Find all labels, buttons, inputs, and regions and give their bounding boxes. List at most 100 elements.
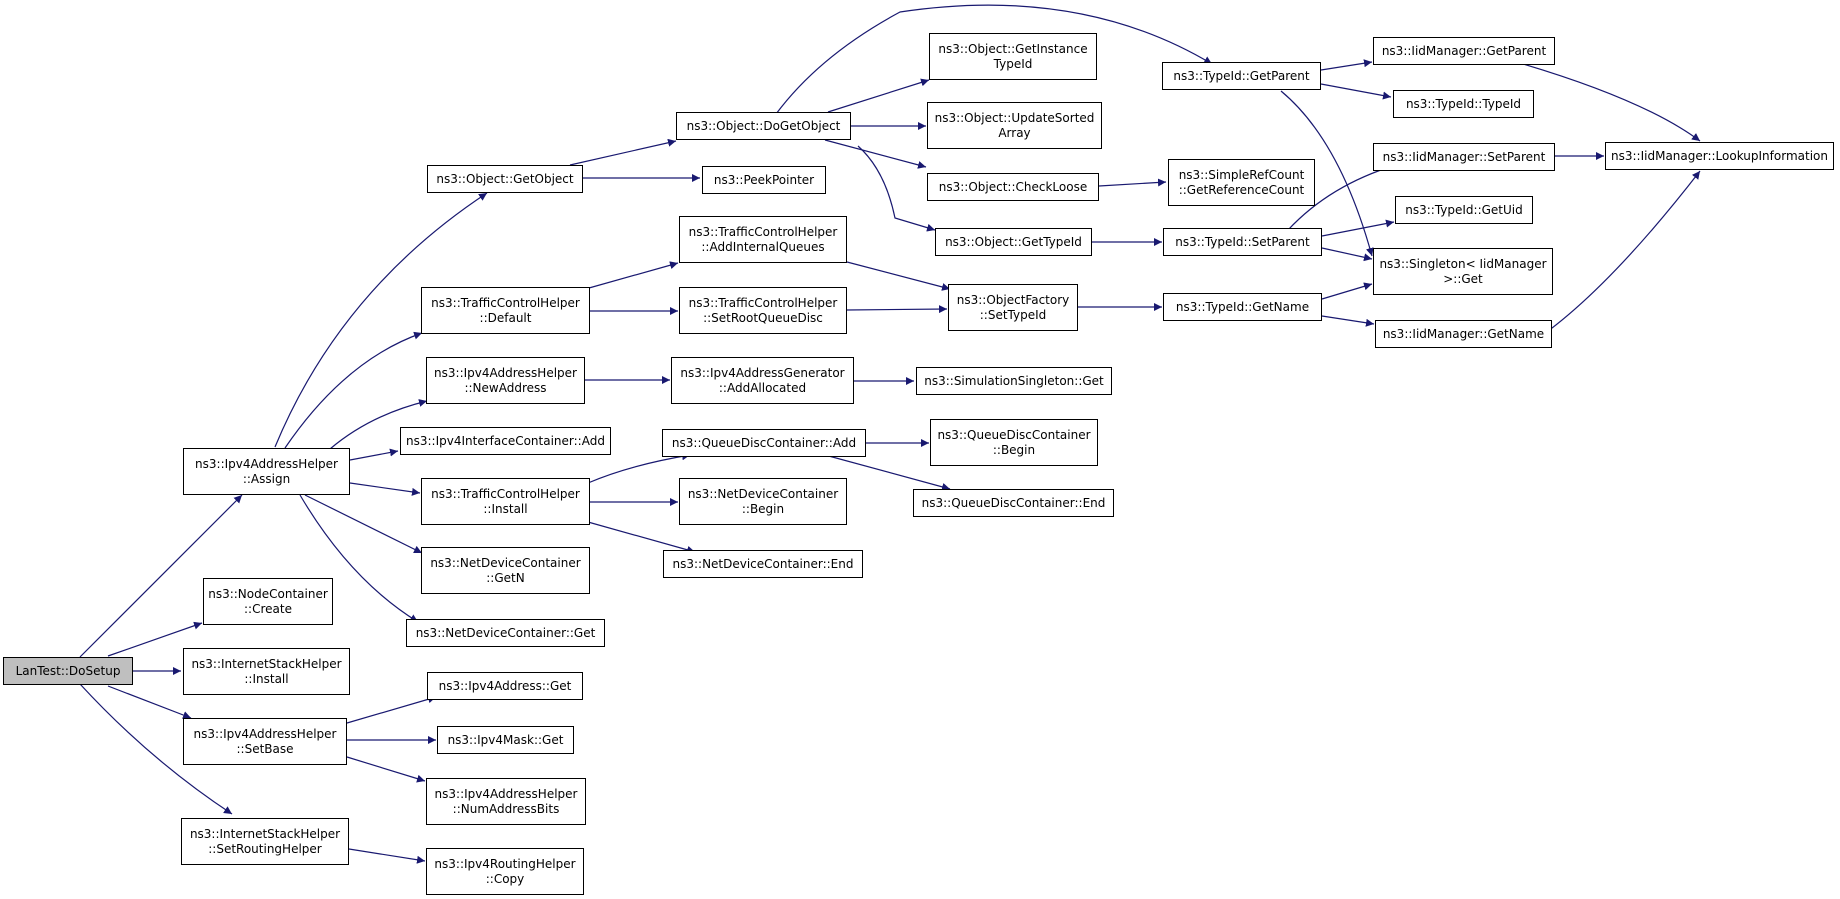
node-label-line: ns3::NetDeviceContainer xyxy=(430,555,581,570)
node-typeid-typeid[interactable]: ns3::TypeId::TypeId xyxy=(1393,90,1534,118)
node-label-line: TypeId xyxy=(993,56,1033,71)
node-label-line: ::Default xyxy=(479,310,532,325)
node-label-line: ns3::IidManager::GetName xyxy=(1382,326,1545,341)
edge-iidgetparent-lookupinfo xyxy=(1519,62,1701,142)
edge-tidgetparent-tidtypeid xyxy=(1320,83,1392,100)
node-object-checkloose[interactable]: ns3::Object::CheckLoose xyxy=(927,173,1099,201)
edge-dosetup-setrouting xyxy=(79,683,233,815)
node-object-dogetobject[interactable]: ns3::Object::DoGetObject xyxy=(676,112,851,140)
edge-setrootqueuedisc-ofsettypeid xyxy=(846,305,948,314)
node-simulationsingleton-get[interactable]: ns3::SimulationSingleton::Get xyxy=(916,367,1112,395)
node-label-line: >::Get xyxy=(1443,271,1483,286)
node-label-line: ns3::QueueDiscContainer xyxy=(937,427,1091,442)
node-trafficcontrolhelper-install[interactable]: ns3::TrafficControlHelper::Install xyxy=(421,478,590,525)
node-netdevicecontainer-get[interactable]: ns3::NetDeviceContainer::Get xyxy=(406,619,605,647)
node-netdevicecontainer-begin[interactable]: ns3::NetDeviceContainer::Begin xyxy=(679,478,847,525)
node-queuedisccontainer-add[interactable]: ns3::QueueDiscContainer::Add xyxy=(662,429,866,457)
node-trafficcontrolhelper-addinternalqueues[interactable]: ns3::TrafficControlHelper::AddInternalQu… xyxy=(679,216,847,263)
node-queuedisccontainer-begin[interactable]: ns3::QueueDiscContainer::Begin xyxy=(930,419,1098,466)
node-internetstackhelper-install[interactable]: ns3::InternetStackHelper::Install xyxy=(183,648,350,695)
node-label-line: ::Begin xyxy=(992,442,1036,457)
edge-dogetobject-getinstancetypeid xyxy=(827,78,930,113)
node-label-line: ::SetTypeId xyxy=(979,307,1047,322)
node-ipv4addresshelper-numaddressbits[interactable]: ns3::Ipv4AddressHelper::NumAddressBits xyxy=(426,778,586,825)
edge-setrouting-copy xyxy=(348,848,426,864)
node-label-line: ns3::SimpleRefCount xyxy=(1178,167,1305,182)
node-netdevicecontainer-getn[interactable]: ns3::NetDeviceContainer::GetN xyxy=(421,547,590,594)
edge-checkloose-getrefcount xyxy=(1098,178,1167,187)
node-nodecontainer-create[interactable]: ns3::NodeContainer::Create xyxy=(203,578,333,625)
node-netdevicecontainer-end[interactable]: ns3::NetDeviceContainer::End xyxy=(663,550,863,578)
node-typeid-setparent[interactable]: ns3::TypeId::SetParent xyxy=(1163,228,1322,256)
node-label-line: ::GetReferenceCount xyxy=(1178,182,1305,197)
node-label-line: ns3::Ipv4Address::Get xyxy=(438,678,572,693)
node-iidmanager-getparent[interactable]: ns3::IidManager::GetParent xyxy=(1373,37,1555,65)
node-label-line: ns3::Object::UpdateSorted xyxy=(934,110,1095,125)
edge-tchdefault-addinternalqueues xyxy=(588,261,679,289)
edge-tidgetparent-singletonget xyxy=(1280,90,1374,257)
node-label-line: ns3::QueueDiscContainer::End xyxy=(921,495,1106,510)
edge-tidgetparent-iidgetparent xyxy=(1320,59,1373,71)
node-label-line: ::Begin xyxy=(741,501,785,516)
node-internetstackhelper-setroutinghelper[interactable]: ns3::InternetStackHelper::SetRoutingHelp… xyxy=(181,818,349,865)
edge-tidgetname-singletonget xyxy=(1321,282,1373,300)
node-ipv4addresshelper-assign[interactable]: ns3::Ipv4AddressHelper::Assign xyxy=(183,448,350,495)
node-label-line: ::Create xyxy=(244,601,292,616)
node-label-line: ::SetBase xyxy=(236,741,294,756)
node-ipv4routinghelper-copy[interactable]: ns3::Ipv4RoutingHelper::Copy xyxy=(426,848,584,895)
node-iidmanager-setparent[interactable]: ns3::IidManager::SetParent xyxy=(1373,143,1555,171)
node-label-line: ns3::NodeContainer xyxy=(208,586,328,601)
edge-qdcadd-qdcend xyxy=(824,454,951,491)
node-trafficcontrolhelper-default[interactable]: ns3::TrafficControlHelper::Default xyxy=(421,287,590,334)
edge-assign-newaddress xyxy=(329,399,428,450)
node-ipv4addresshelper-setbase[interactable]: ns3::Ipv4AddressHelper::SetBase xyxy=(183,718,347,765)
node-queuedisccontainer-end[interactable]: ns3::QueueDiscContainer::End xyxy=(913,489,1114,517)
node-peekpointer[interactable]: ns3::PeekPointer xyxy=(702,166,826,194)
node-lantest-dosetup[interactable]: LanTest::DoSetup xyxy=(3,657,133,685)
node-label-line: ns3::TypeId::TypeId xyxy=(1405,96,1522,111)
node-trafficcontrolhelper-setrootqueuedisc[interactable]: ns3::TrafficControlHelper::SetRootQueueD… xyxy=(679,287,847,334)
node-label-line: ns3::Ipv4AddressGenerator xyxy=(680,365,845,380)
node-label-line: ::AddAllocated xyxy=(718,380,807,395)
node-label-line: ns3::PeekPointer xyxy=(713,172,815,187)
edge-assign-ifcadd xyxy=(349,448,399,461)
node-iidmanager-getname[interactable]: ns3::IidManager::GetName xyxy=(1375,320,1552,348)
node-label-line: ns3::ObjectFactory xyxy=(956,292,1070,307)
edge-dosetup-create xyxy=(107,621,203,657)
node-typeid-getuid[interactable]: ns3::TypeId::GetUid xyxy=(1395,196,1533,224)
node-typeid-getparent[interactable]: ns3::TypeId::GetParent xyxy=(1162,62,1321,90)
node-label-line: ::AddInternalQueues xyxy=(701,239,825,254)
node-label-line: ns3::Object::GetTypeId xyxy=(945,234,1082,249)
node-ipv4mask-get[interactable]: ns3::Ipv4Mask::Get xyxy=(437,726,574,754)
edge-dogetobject-objgettypeid xyxy=(857,145,936,232)
edge-tidsetparent-tidgetuid xyxy=(1321,219,1395,237)
node-label-line: ns3::TypeId::GetName xyxy=(1175,299,1310,314)
node-label-line: ::NewAddress xyxy=(464,380,547,395)
node-typeid-getname[interactable]: ns3::TypeId::GetName xyxy=(1163,293,1322,321)
node-iidmanager-lookupinformation[interactable]: ns3::IidManager::LookupInformation xyxy=(1605,142,1834,170)
edge-tidgetname-iidgetname xyxy=(1321,315,1375,327)
node-label-line: ns3::Object::GetObject xyxy=(436,171,574,186)
node-object-gettypeid[interactable]: ns3::Object::GetTypeId xyxy=(935,228,1092,256)
node-label-line: ns3::TrafficControlHelper xyxy=(688,295,838,310)
node-ipv4addresshelper-newaddress[interactable]: ns3::Ipv4AddressHelper::NewAddress xyxy=(426,357,585,404)
node-label-line: ns3::Object::CheckLoose xyxy=(938,179,1088,194)
node-ipv4addressgenerator-addallocated[interactable]: ns3::Ipv4AddressGenerator::AddAllocated xyxy=(671,357,854,404)
node-label-line: ns3::InternetStackHelper xyxy=(189,826,341,841)
edge-assign-tchinstall xyxy=(349,482,421,496)
node-object-getobject[interactable]: ns3::Object::GetObject xyxy=(427,165,583,193)
node-ipv4address-get[interactable]: ns3::Ipv4Address::Get xyxy=(427,672,583,700)
node-objectfactory-settypeid[interactable]: ns3::ObjectFactory::SetTypeId xyxy=(948,284,1078,331)
node-ipv4interfacecontainer-add[interactable]: ns3::Ipv4InterfaceContainer::Add xyxy=(400,427,611,455)
node-label-line: ns3::Ipv4Mask::Get xyxy=(447,732,564,747)
node-label-line: ns3::Ipv4InterfaceContainer::Add xyxy=(406,433,605,448)
edge-addinternalqueues-ofsettypeid xyxy=(846,261,951,291)
edge-dogetobject-tidgetparent xyxy=(775,4,1213,115)
edge-setbase-numbits xyxy=(346,756,426,783)
node-simplerefcount-getreferencecount[interactable]: ns3::SimpleRefCount::GetReferenceCount xyxy=(1168,159,1315,206)
node-label-line: Array xyxy=(998,125,1031,140)
node-label-line: LanTest::DoSetup xyxy=(15,663,121,678)
node-singleton-iidmanager-get[interactable]: ns3::Singleton< IidManager>::Get xyxy=(1373,248,1553,295)
